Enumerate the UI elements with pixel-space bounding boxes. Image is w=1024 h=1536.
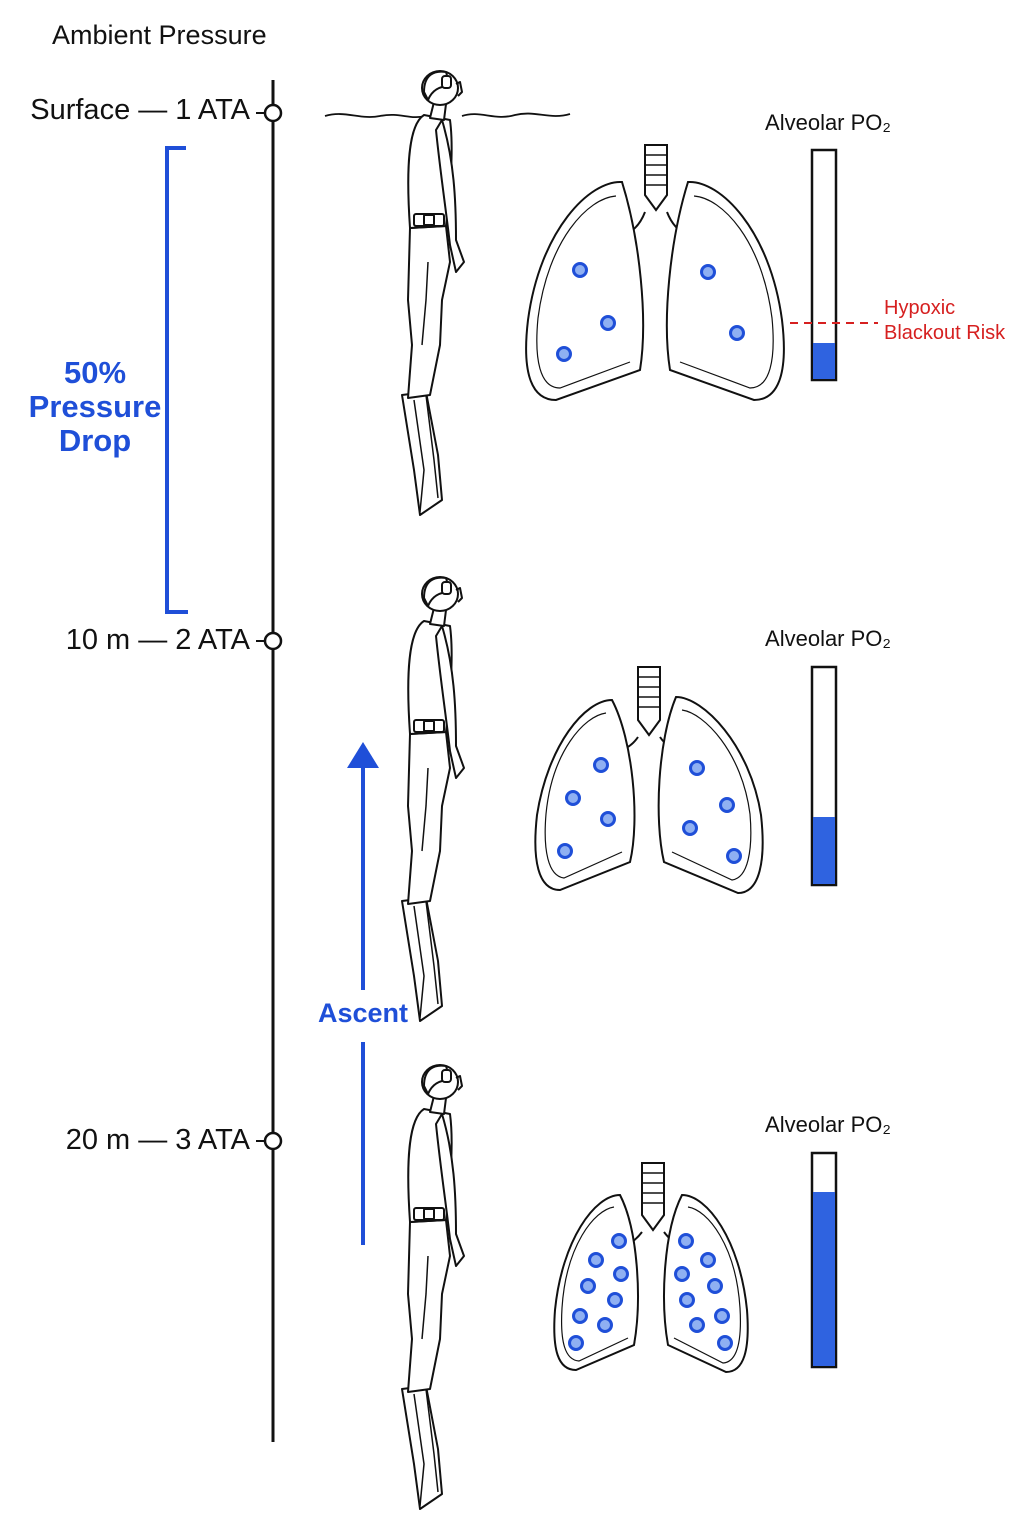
po2-gauge-surface <box>810 148 838 382</box>
po2-gauge-frame-surface <box>810 148 838 382</box>
diver-20m <box>401 1064 465 1510</box>
lungs-10m <box>534 666 764 895</box>
oxygen-dot <box>689 760 705 776</box>
po2-label-10m: Alveolar PO₂ <box>765 626 891 651</box>
oxygen-dot <box>678 1233 694 1249</box>
oxygen-dot <box>611 1233 627 1249</box>
ascent-arrow <box>347 742 379 1245</box>
po2-label-surface: Alveolar PO₂ <box>765 110 891 135</box>
diver-10m <box>401 576 465 1022</box>
oxygen-dot <box>679 1292 695 1308</box>
oxygen-dot <box>557 843 573 859</box>
oxygen-dot <box>700 1252 716 1268</box>
oxygen-dot <box>580 1278 596 1294</box>
po2-gauge-10m <box>810 665 838 887</box>
po2-label-20m: Alveolar PO₂ <box>765 1112 891 1137</box>
depth-label-surface: Surface — 1 ATA <box>30 94 250 126</box>
oxygen-dot <box>593 757 609 773</box>
oxygen-dot <box>700 264 716 280</box>
oxygen-dot <box>717 1335 733 1351</box>
hypoxic-risk-label: Hypoxic Blackout Risk <box>884 296 1005 346</box>
ascent-label: Ascent <box>318 998 409 1028</box>
water-surface-line <box>324 112 571 119</box>
pressure-drop-line3: Drop <box>58 423 132 458</box>
risk-line1: Hypoxic <box>884 297 956 319</box>
oxygen-dot <box>674 1266 690 1282</box>
oxygen-dot <box>556 346 572 362</box>
depth-marker-10m <box>256 631 283 651</box>
oxygen-dot <box>719 797 735 813</box>
oxygen-dot <box>572 1308 588 1324</box>
oxygen-dot <box>568 1335 584 1351</box>
oxygen-dot <box>588 1252 604 1268</box>
oxygen-dot <box>613 1266 629 1282</box>
oxygen-dots <box>556 262 745 1351</box>
oxygen-dot <box>600 811 616 827</box>
oxygen-dot <box>565 790 581 806</box>
oxygen-dot <box>729 325 745 341</box>
po2-gauge-fill-surface <box>813 343 835 379</box>
oxygen-dot <box>600 315 616 331</box>
oxygen-dot <box>726 848 742 864</box>
lungs-surface <box>525 144 785 402</box>
oxygen-dot <box>682 820 698 836</box>
oxygen-dot <box>714 1308 730 1324</box>
pressure-drop-label: 50% Pressure Drop <box>10 356 180 458</box>
diagram-title: Ambient Pressure <box>52 20 267 50</box>
oxygen-dot <box>607 1292 623 1308</box>
risk-line2: Blackout Risk <box>884 322 1006 344</box>
pressure-drop-line1: 50% <box>63 355 127 390</box>
oxygen-dot <box>572 262 588 278</box>
pressure-drop-bracket <box>165 146 188 614</box>
oxygen-dot <box>597 1317 613 1333</box>
diver-surface <box>401 70 465 516</box>
pressure-drop-line2: Pressure <box>28 389 162 424</box>
depth-label-20m: 20 m — 3 ATA <box>65 1124 250 1156</box>
oxygen-dot <box>707 1278 723 1294</box>
depth-label-10m: 10 m — 2 ATA <box>65 624 250 656</box>
po2-gauge-20m <box>810 1151 838 1369</box>
po2-gauge-fill-10m <box>813 817 835 884</box>
depth-marker-surface <box>256 103 283 123</box>
depth-marker-20m <box>256 1131 283 1151</box>
oxygen-dot <box>689 1317 705 1333</box>
po2-gauge-fill-20m <box>813 1192 835 1366</box>
